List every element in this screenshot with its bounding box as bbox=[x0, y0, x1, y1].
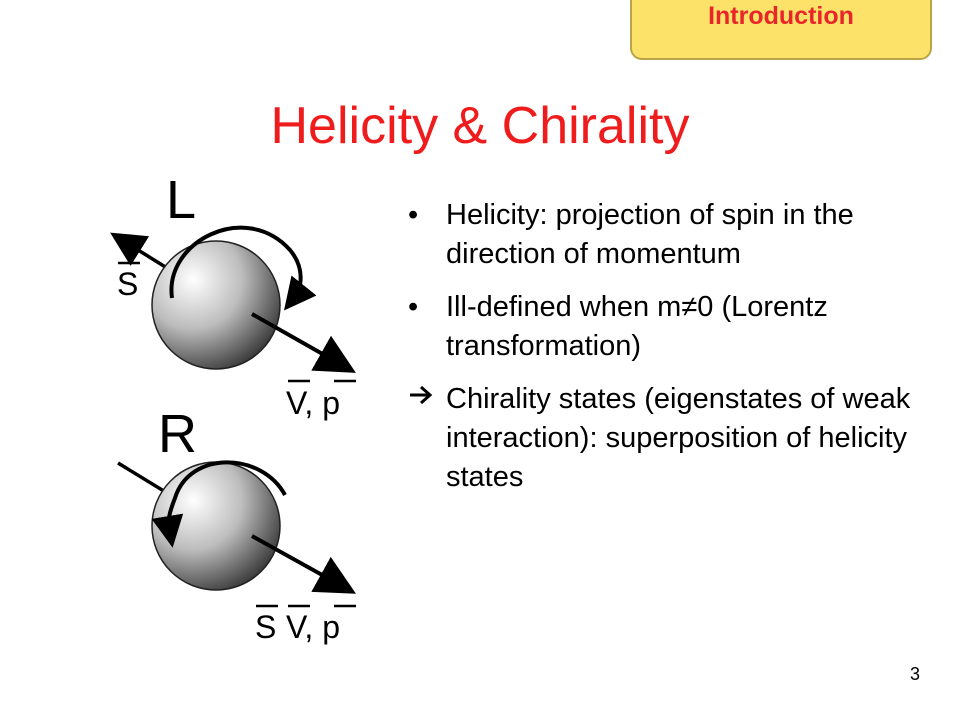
right-handed-label: R bbox=[158, 404, 197, 464]
right-arrow-icon bbox=[408, 380, 446, 497]
velocity-arrow-top bbox=[251, 312, 356, 373]
section-tab-label: Introduction bbox=[708, 2, 854, 30]
section-tab bbox=[630, 0, 932, 60]
velocity-arrow-bottom bbox=[251, 534, 356, 594]
particle-sphere-bottom bbox=[151, 461, 281, 591]
bullet-marker: • bbox=[408, 291, 419, 323]
rotation-arrow-top bbox=[169, 225, 317, 311]
right-handed-particle bbox=[117, 460, 356, 594]
bullet-list: • Helicity: projection of spin in the di… bbox=[408, 196, 928, 511]
spin-label: S bbox=[117, 266, 138, 302]
velocity-momentum-label: V, p bbox=[286, 385, 340, 421]
bullet-item: • Helicity: projection of spin in the di… bbox=[408, 196, 928, 274]
bullet-item: • Ill-defined when m≠0 (Lorentz transfor… bbox=[408, 288, 928, 366]
bullet-text: Helicity: projection of spin in the dire… bbox=[446, 199, 854, 270]
page-number: 3 bbox=[909, 664, 920, 684]
vector-bars bbox=[118, 261, 356, 608]
rotation-arrow-bottom bbox=[151, 460, 287, 548]
left-handed-label: L bbox=[166, 170, 196, 230]
helicity-diagram: L R S V, p S V, p bbox=[110, 170, 356, 645]
bullet-marker: • bbox=[408, 199, 419, 231]
bullet-item: Chirality states (eigenstates of weak in… bbox=[408, 380, 928, 497]
bottom-velocity-momentum-label: V, p bbox=[286, 609, 340, 645]
particle-sphere-top bbox=[151, 240, 281, 370]
bullet-text: Chirality states (eigenstates of weak in… bbox=[446, 383, 911, 493]
bottom-spin-label: S bbox=[255, 609, 276, 645]
slide-title: Helicity & Chirality bbox=[270, 97, 690, 155]
left-handed-particle bbox=[110, 225, 356, 373]
bullet-text: Ill-defined when m≠0 (Lorentz transforma… bbox=[446, 291, 828, 362]
